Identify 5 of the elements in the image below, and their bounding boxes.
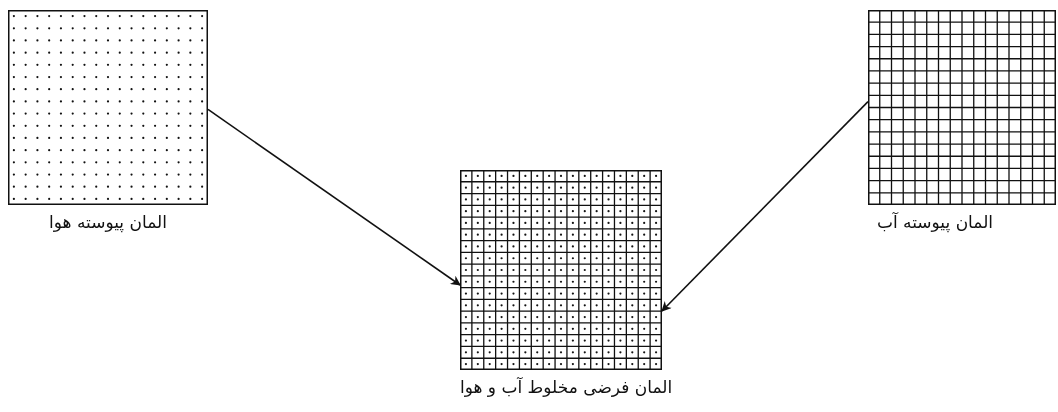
element-caption: المان پیوسته آب	[876, 211, 994, 233]
arrow	[661, 100, 869, 312]
arrow	[207, 108, 461, 286]
element-caption: المان فرضی مخلوط آب و هوا	[460, 376, 673, 398]
element-caption: المان پیوسته هوا	[49, 211, 167, 233]
